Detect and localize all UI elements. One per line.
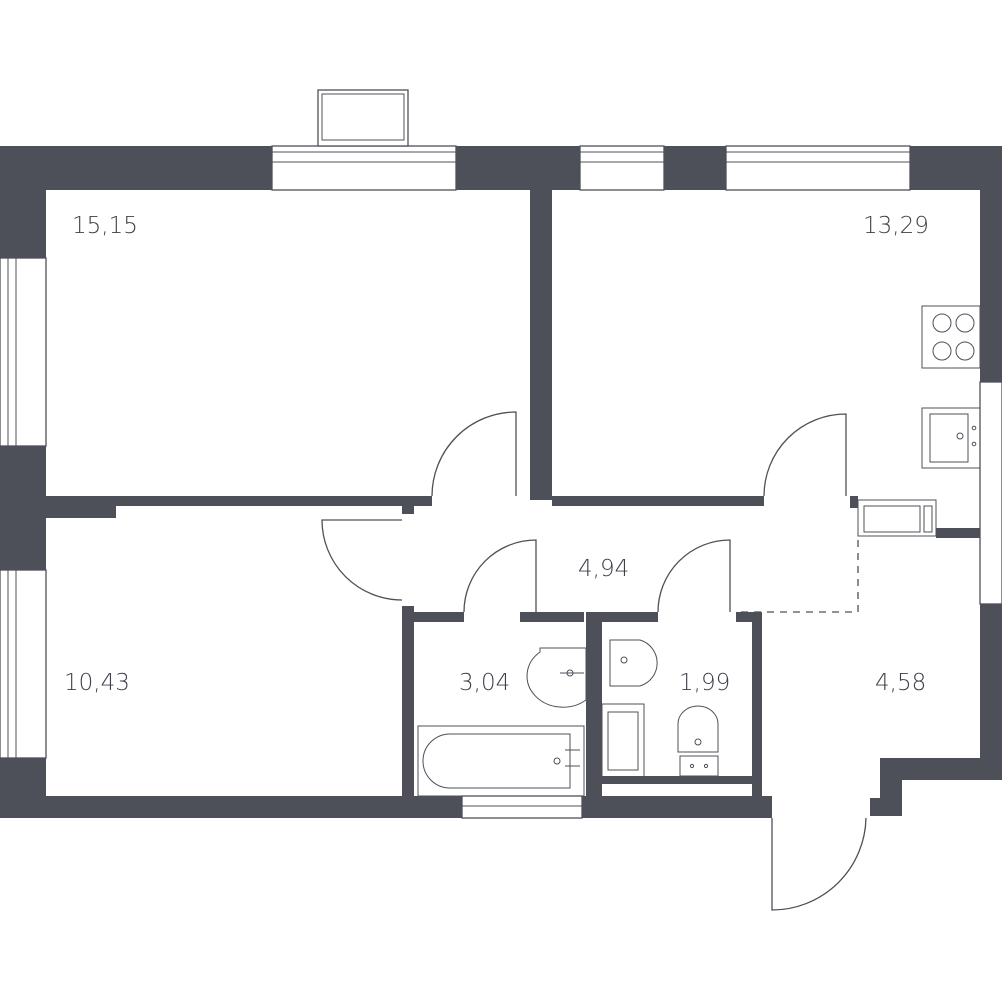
bathroom-sink-icon: [526, 647, 587, 708]
walls: [0, 146, 1002, 818]
room-area-bedroom-2: 13,29: [863, 213, 929, 239]
stove-icon: [921, 305, 981, 369]
cabinet-icon: [601, 703, 645, 779]
doors: [321, 411, 867, 911]
room-area-bedroom-1: 15,15: [72, 213, 138, 239]
fridge-icon: [857, 499, 937, 537]
kitchen-sink-icon: [921, 407, 981, 469]
room-area-toilet: 1,99: [679, 670, 730, 696]
area-labels: 15,15 13,29 10,43 4,94 3,04 1,99 4,58: [64, 213, 929, 696]
room-area-entrance: 4,58: [875, 670, 926, 696]
toilet-sink-icon: [609, 639, 658, 687]
windows: [0, 89, 1002, 819]
bathtub-icon: [417, 725, 585, 797]
room-area-bathroom: 3,04: [459, 670, 510, 696]
fixtures: [417, 305, 981, 797]
room-area-hall: 4,94: [578, 556, 629, 582]
room-area-bedroom-3: 10,43: [64, 670, 130, 696]
toilet-icon: [677, 705, 719, 777]
